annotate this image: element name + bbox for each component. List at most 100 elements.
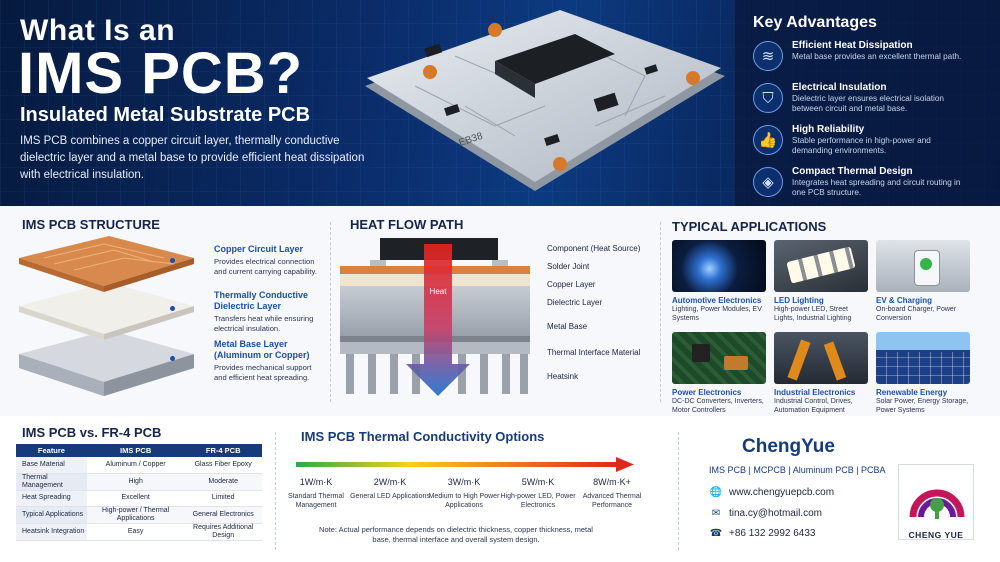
- table-cell: Thermal Management: [16, 473, 87, 491]
- application-automotive: Automotive Electronics Lighting, Power M…: [672, 240, 766, 323]
- table-cell: Moderate: [184, 473, 262, 491]
- application-led: LED Lighting High-power LED, Street Ligh…: [774, 240, 868, 323]
- led-lamp-image: [774, 240, 868, 292]
- key-advantages-heading: Key Advantages: [753, 14, 877, 31]
- layer-desc: Transfers heat while ensuring electrical…: [214, 314, 314, 333]
- heat-waves-icon: ≋: [753, 41, 783, 71]
- heatflow-label-metal-base: Metal Base: [547, 322, 588, 331]
- table-cell: High-power / Thermal Applications: [86, 506, 185, 524]
- website-link[interactable]: www.chengyuepcb.com: [729, 487, 835, 498]
- application-desc: High-power LED, Street Lights, Industria…: [774, 306, 852, 322]
- conductivity-value: 2W/m·K: [373, 477, 407, 487]
- advantage-item: ◈ Compact Thermal Design Integrates heat…: [753, 166, 1000, 206]
- layer-dielectric: Thermally Conductive Dielectric Layer Tr…: [214, 290, 324, 334]
- applications-heading: TYPICAL APPLICATIONS: [672, 219, 827, 234]
- table-header: IMS PCB: [86, 444, 185, 457]
- svg-text:Heat: Heat: [430, 287, 448, 296]
- table-header-row: Feature IMS PCB FR-4 PCB: [16, 444, 262, 457]
- table-cell: Requires Additional Design: [184, 523, 262, 541]
- section-divider: [330, 222, 331, 402]
- application-title: Renewable Energy: [876, 388, 948, 397]
- application-desc: Solar Power, Energy Storage, Power Syste…: [876, 398, 969, 414]
- phone-link[interactable]: +86 132 2992 6433: [729, 528, 816, 539]
- section-divider: [660, 222, 661, 402]
- solar-panel-image: [876, 332, 970, 384]
- ev-charger-image: [876, 240, 970, 292]
- industrial-robot-image: [774, 332, 868, 384]
- table-cell: Easy: [86, 523, 185, 541]
- application-desc: Industrial Control, Drives, Automation E…: [774, 398, 853, 414]
- brand-logo: CHENG YUE: [898, 464, 974, 540]
- table-row: Base Material Aluminum / Copper Glass Fi…: [16, 457, 262, 474]
- conductivity-desc: Advanced Thermal Performance: [582, 493, 642, 509]
- layers-icon: ◈: [753, 167, 783, 197]
- comparison-table: Feature IMS PCB FR-4 PCB Base Material A…: [16, 444, 262, 541]
- table-cell: Excellent: [86, 490, 185, 507]
- application-desc: On-board Charger, Power Conversion: [876, 306, 957, 322]
- layer-copper: Copper Circuit Layer Provides electrical…: [214, 244, 324, 277]
- hero-banner: EB38 What Is an IMS PCB? Insulated Metal…: [0, 0, 1000, 206]
- comparison-heading: IMS PCB vs. FR-4 PCB: [22, 425, 162, 440]
- heatflow-label-solder: Solder Joint: [547, 262, 590, 271]
- conductivity-value: 8W/m·K+: [593, 477, 631, 487]
- advantage-item: ⛉ Electrical Insulation Dielectric layer…: [753, 82, 1000, 124]
- advantage-item: 👍 High Reliability Stable performance in…: [753, 124, 1000, 166]
- contact-website[interactable]: 🌐 www.chengyuepcb.com: [709, 487, 834, 498]
- structure-heading: IMS PCB STRUCTURE: [22, 217, 160, 232]
- power-board-image: [672, 332, 766, 384]
- application-title: Industrial Electronics: [774, 388, 856, 397]
- application-power: Power Electronics DC-DC Converters, Inve…: [672, 332, 766, 415]
- mail-icon: ✉: [711, 508, 721, 519]
- globe-icon: 🌐: [709, 487, 723, 498]
- heatflow-label-heatsink: Heatsink: [547, 372, 579, 381]
- advantage-desc: Stable performance in high-power and dem…: [792, 136, 931, 155]
- advantage-title: Compact Thermal Design: [792, 166, 913, 177]
- phone-icon: ☎: [709, 528, 723, 539]
- ims-board-illustration: EB38: [365, 10, 725, 191]
- callout-dot: [170, 356, 175, 361]
- email-link[interactable]: tina.cy@hotmail.com: [729, 508, 822, 519]
- contact-phone[interactable]: ☎ +86 132 2992 6433: [709, 528, 816, 539]
- key-advantages-panel: Key Advantages ≋ Efficient Heat Dissipat…: [735, 0, 1000, 206]
- application-title: LED Lighting: [774, 296, 824, 305]
- advantage-title: Electrical Insulation: [792, 82, 887, 93]
- heat-flow-diagram: Heat: [340, 238, 530, 396]
- advantage-desc: Integrates heat spreading and circuit ro…: [792, 178, 961, 197]
- conductivity-value: 1W/m·K: [299, 477, 333, 487]
- layer-title: Thermally Conductive Dielectric Layer: [214, 290, 309, 311]
- contact-email[interactable]: ✉ tina.cy@hotmail.com: [709, 508, 822, 519]
- advantage-desc: Metal base provides an excellent thermal…: [792, 52, 962, 61]
- table-row: Thermal Management High Moderate: [16, 473, 262, 491]
- layer-title: Copper Circuit Layer: [214, 244, 304, 254]
- application-renewable: Renewable Energy Solar Power, Energy Sto…: [876, 332, 970, 415]
- table-row: Heat Spreading Excellent Limited: [16, 490, 262, 507]
- table-header: Feature: [16, 444, 87, 457]
- application-desc: Lighting, Power Modules, EV Systems: [672, 306, 762, 322]
- conductivity-desc: High-power LED, Power Electronics: [500, 493, 576, 509]
- table-cell: Base Material: [16, 457, 87, 474]
- thermal-note: Note: Actual performance depends on diel…: [319, 525, 593, 544]
- hero-description: IMS PCB combines a copper circuit layer,…: [20, 135, 365, 181]
- advantage-title: High Reliability: [792, 124, 865, 135]
- conductivity-desc: Standard Thermal Management: [288, 493, 344, 509]
- advantage-item: ≋ Efficient Heat Dissipation Metal base …: [753, 40, 1000, 82]
- advantage-desc: Dielectric layer ensures electrical isol…: [792, 94, 944, 113]
- section-divider: [678, 432, 679, 550]
- heatflow-label-component: Component (Heat Source): [547, 244, 641, 253]
- heatflow-heading: HEAT FLOW PATH: [350, 217, 464, 232]
- application-desc: DC-DC Converters, Inverters, Motor Contr…: [672, 398, 764, 414]
- conductivity-value: 3W/m·K: [447, 477, 481, 487]
- callout-dot: [170, 258, 175, 263]
- layer-title: Metal Base Layer (Aluminum or Copper): [214, 339, 310, 360]
- heatflow-label-dielectric: Dielectric Layer: [547, 298, 603, 307]
- section-divider: [275, 432, 276, 550]
- layer-desc: Provides electrical connection and curre…: [214, 257, 317, 276]
- middle-section: IMS PCB STRUCTURE Copper Circuit Layer P…: [0, 206, 1000, 416]
- application-industrial: Industrial Electronics Industrial Contro…: [774, 332, 868, 415]
- shield-bolt-icon: ⛉: [753, 83, 783, 113]
- table-cell: Aluminum / Copper: [86, 457, 185, 474]
- table-cell: High: [86, 473, 185, 491]
- heatflow-label-tim: Thermal Interface Material: [547, 348, 641, 357]
- hero-subtitle: Insulated Metal Substrate PCB: [20, 104, 311, 126]
- brand-name: ChengYue: [742, 436, 835, 457]
